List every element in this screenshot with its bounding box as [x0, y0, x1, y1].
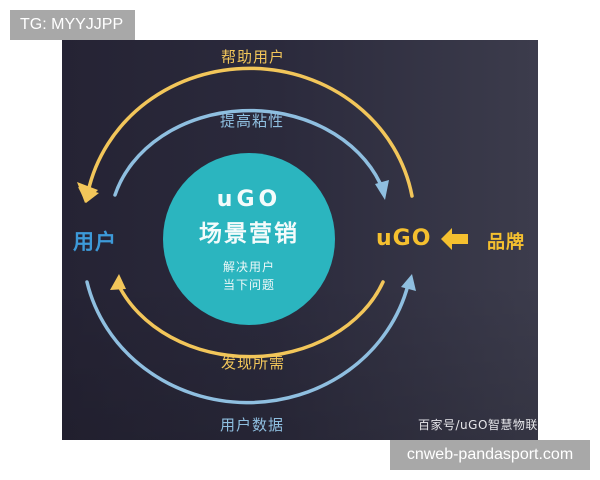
watermark-top-left: TG: MYYJJPP [10, 10, 135, 40]
arrowhead-inner-bottom-icon [110, 274, 126, 290]
arrowhead-inner-top-icon [375, 180, 389, 200]
arc-label-inner-bottom: 发现所需 [221, 354, 286, 372]
node-ugo: uGO [376, 226, 432, 251]
center-description-line2: 当下问题 [222, 278, 275, 292]
arc-label-inner-top: 提高粘性 [220, 112, 285, 130]
arc-inner-bottom [116, 280, 385, 359]
arrowhead-outer-bottom-icon [401, 274, 416, 291]
center-circle-content: uGO 场景营销 解决用户 当下问题 [163, 153, 335, 325]
watermark-bottom-right: cnweb-pandasport.com [390, 440, 590, 470]
center-title: uGO [216, 187, 282, 212]
center-description-line1: 解决用户 [222, 260, 275, 274]
arc-label-outer-top: 帮助用户 [221, 48, 286, 66]
arc-label-outer-bottom: 用户数据 [220, 416, 285, 434]
arc-outer-bottom [85, 280, 410, 405]
arc-inner-top [113, 108, 382, 197]
left-arrow-icon [441, 228, 468, 250]
center-subtitle: 场景营销 [199, 221, 299, 247]
arc-outer-top [86, 66, 414, 198]
node-brand: 品牌 [487, 232, 525, 253]
arrowhead-outer-top-icon [77, 182, 98, 203]
node-user: 用户 [73, 230, 117, 254]
center-circle [163, 153, 335, 325]
source-credit: 百家号/uGO智慧物联 [418, 418, 538, 432]
